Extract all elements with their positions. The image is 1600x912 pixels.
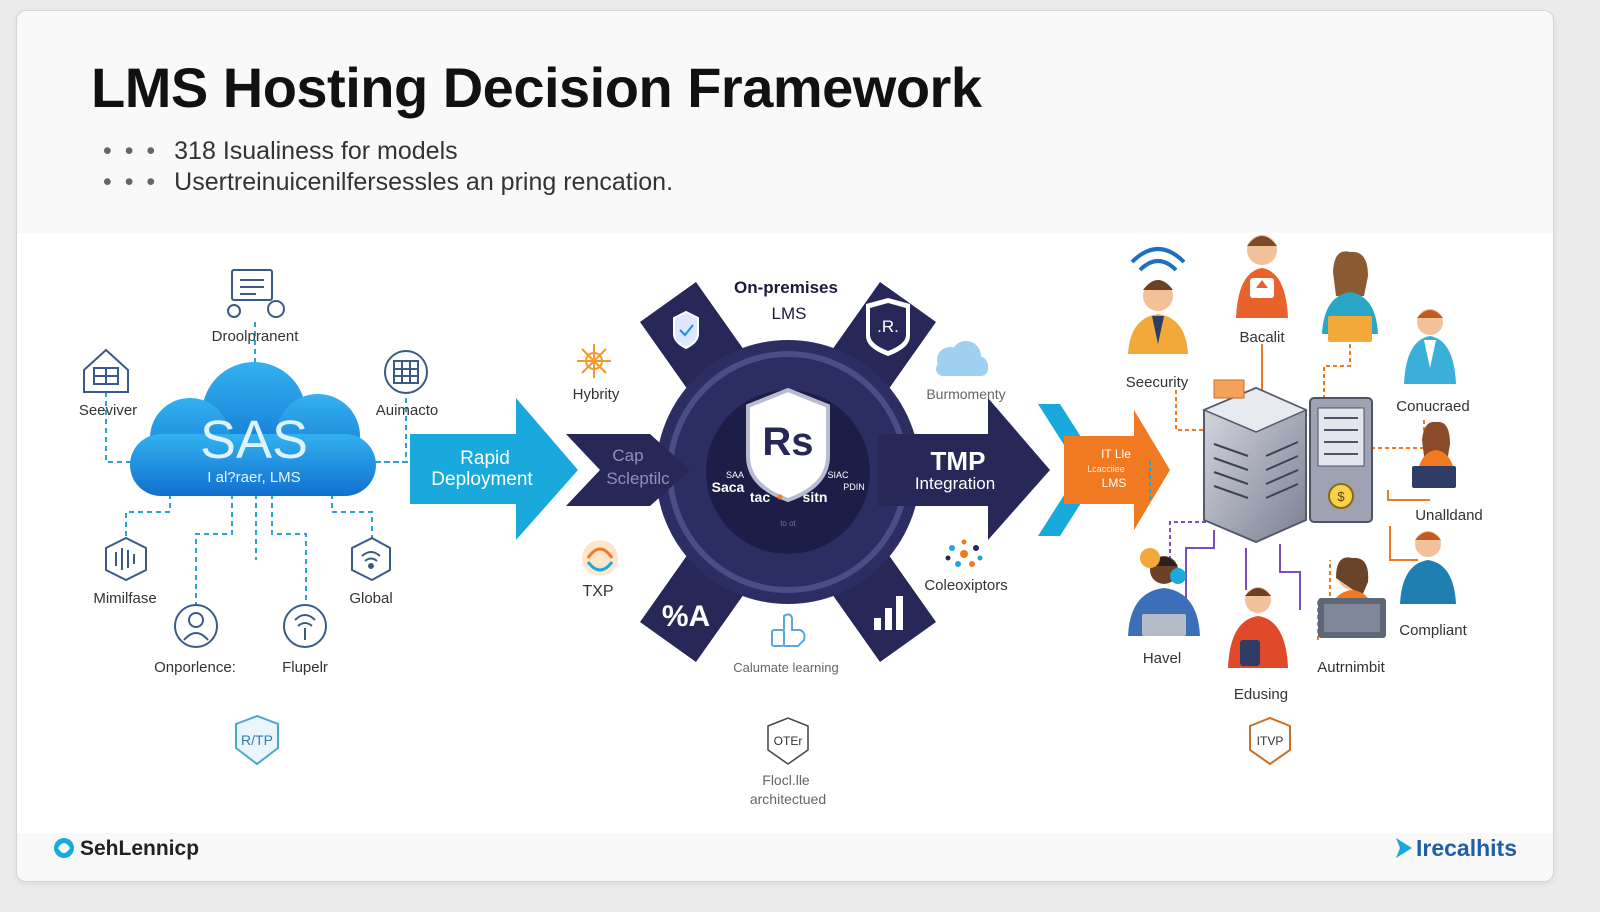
backlit-person xyxy=(1236,235,1288,318)
flupelr-icon xyxy=(283,604,327,648)
burmomenty-label: Burmomenty xyxy=(926,386,1006,402)
bullet-dots: • • • xyxy=(103,168,159,196)
shield-check-icon xyxy=(673,310,699,350)
txp-label: TXP xyxy=(582,583,614,600)
desk-woman xyxy=(1412,421,1456,488)
global-label: Global xyxy=(349,590,393,607)
shield-bottom-text-2: sitn xyxy=(803,489,828,505)
coleoxiptors-label: Coleoxiptors xyxy=(924,577,1008,594)
it-lms-arrow: IT Lle Lcacciiee LMS xyxy=(1038,404,1170,536)
bullet-2: • • • Usertreinuicenilfersessles an pring… xyxy=(103,168,673,197)
security-label: Seecurity xyxy=(1125,374,1189,391)
compliant-man xyxy=(1400,531,1456,604)
automation-icon xyxy=(384,350,428,394)
shield-left-text: Saca xyxy=(712,479,745,495)
edusing-label: Edusing xyxy=(1233,686,1289,703)
tmp-arrow: TMP Integration xyxy=(878,398,1050,540)
havel-person xyxy=(1128,548,1200,636)
left-logo-icon xyxy=(54,838,74,858)
bar-chart-icon xyxy=(874,596,903,630)
right-logo-icon xyxy=(1396,838,1412,858)
cloud-icon xyxy=(936,341,988,376)
edusing-person xyxy=(1228,587,1288,668)
itvp-badge: ITVP xyxy=(1249,716,1291,766)
page-title: LMS Hosting Decision Framework xyxy=(91,56,982,119)
rapid-label-1: Rapid xyxy=(460,448,510,469)
tmp-label: TMP xyxy=(931,446,986,476)
server-rack-small: $ xyxy=(1309,397,1373,523)
coin-symbol: $ xyxy=(1337,489,1345,504)
saas-cloud: SAS I al?raer, LMS xyxy=(130,362,376,496)
r-badge: .R. xyxy=(866,298,910,356)
automation-label: Auimacto xyxy=(375,402,439,419)
bullet-dots: • • • xyxy=(103,137,159,165)
shield-text: Rs xyxy=(762,420,813,464)
server-label: Seeviver xyxy=(78,402,138,419)
oter-badge-text: OTEr xyxy=(774,734,803,748)
coleoxiptors-icon xyxy=(945,539,983,567)
saas-connectors xyxy=(105,322,408,604)
shield-left-small: SAA xyxy=(726,470,744,480)
bullet-2-text: Usertreinuicenilfersessles an pring renc… xyxy=(174,168,674,196)
shield-dot xyxy=(777,494,783,500)
standing-man xyxy=(1404,309,1456,384)
onprem-title-1: On-premises xyxy=(734,278,838,297)
onprem-title-2: LMS xyxy=(771,304,807,323)
autrnibit-label: Autrnimbit xyxy=(1317,659,1385,676)
onportence-label: Onporlence: xyxy=(154,659,236,676)
itvp-badge-text: ITVP xyxy=(1257,734,1284,748)
global-icon xyxy=(351,536,391,582)
learning-icon xyxy=(771,613,806,647)
deployment-label: Droolpranent xyxy=(211,328,299,345)
percent-a-glyph: %A xyxy=(662,600,710,633)
autrnibit-person xyxy=(1318,557,1386,638)
left-footer-logo: SehLennicp xyxy=(80,837,200,860)
flupelr-label: Flupelr xyxy=(282,659,328,676)
rapid-deployment-arrow: Rapid Deployment xyxy=(410,398,578,540)
tmp-sublabel: Integration xyxy=(915,474,995,493)
server-icon xyxy=(83,348,129,393)
saas-subtitle: I al?raer, LMS xyxy=(207,469,300,486)
unalldand-label: Unalldand xyxy=(1415,507,1483,524)
security-person xyxy=(1128,247,1188,354)
right-footer-logo: Irecalhits xyxy=(1416,835,1517,861)
mimifase-icon xyxy=(105,536,147,582)
bullet-1: • • • 318 Isualiness for models xyxy=(103,137,458,166)
center-shield: Rs SAA Saca SIAC PDIN tac sitn to ot xyxy=(712,387,865,528)
rapid-label-2: Deployment xyxy=(431,469,533,490)
calumate-label: Calumate learning xyxy=(733,660,839,675)
rtp-badge-text: R/TP xyxy=(241,732,273,748)
bullet-1-text: 318 Isualiness for models xyxy=(174,137,458,165)
cap-label-1: Cap xyxy=(612,446,643,465)
cap-label-2: Scleptilc xyxy=(606,469,670,488)
conucraed-label: Conucraed xyxy=(1396,398,1470,415)
bacalit-label: Bacalit xyxy=(1239,329,1285,346)
hybrity-icon xyxy=(577,344,611,378)
shield-right-text: PDIN xyxy=(843,482,865,492)
badge-caption-1: Flocl.lle xyxy=(762,772,810,788)
it-label-1: IT Lle xyxy=(1101,447,1131,461)
deployment-icon xyxy=(227,269,285,318)
onportence-icon xyxy=(174,604,218,648)
hybrity-label: Hybrity xyxy=(572,386,620,403)
txp-icon xyxy=(582,540,618,576)
compliant-label: Compliant xyxy=(1399,622,1467,639)
mimifase-label: Mimilfase xyxy=(93,590,157,607)
server-rack-large xyxy=(1202,379,1308,544)
rtp-badge: R/TP xyxy=(235,714,279,766)
it-label-3: LMS xyxy=(1102,476,1127,490)
shield-tiny: to ot xyxy=(780,519,796,528)
shield-right-small: SIAC xyxy=(827,470,849,480)
oter-badge: OTEr xyxy=(767,717,809,765)
it-label-2: Lcacciiee xyxy=(1087,464,1125,474)
laptop-woman xyxy=(1322,251,1378,342)
havel-label: Havel xyxy=(1142,650,1182,667)
r-badge-text: .R. xyxy=(877,317,899,336)
cap-arrow: Cap Scleptilc xyxy=(566,434,690,506)
shield-bottom-text: tac xyxy=(750,489,770,505)
saas-title: SAS xyxy=(200,410,308,470)
badge-caption-2: architectued xyxy=(749,791,827,807)
